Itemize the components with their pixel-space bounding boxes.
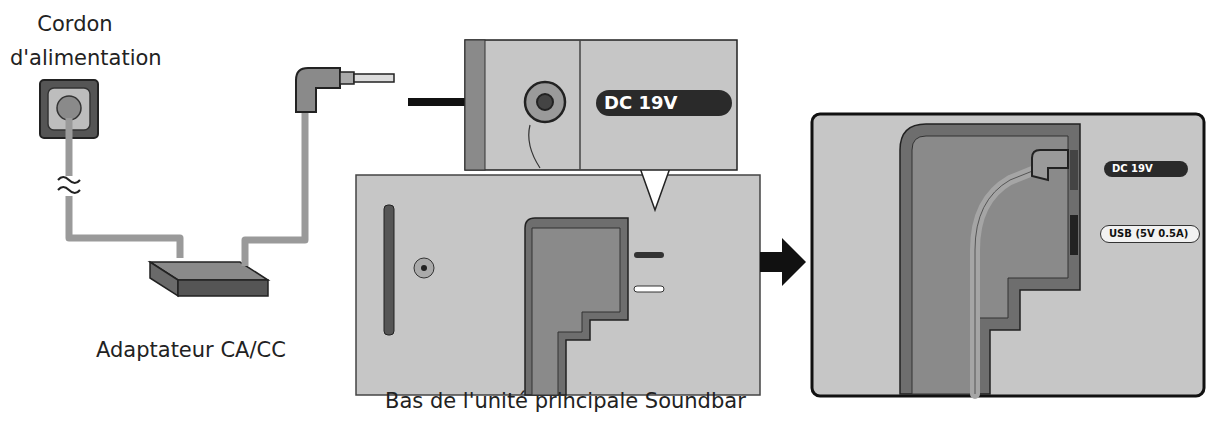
dc-plug xyxy=(296,68,340,112)
adapter-front xyxy=(178,280,268,296)
zoom-edge xyxy=(465,40,485,170)
soundbar-bottom xyxy=(356,175,760,395)
recess xyxy=(525,218,628,395)
plug-head xyxy=(57,96,81,120)
break-symbol xyxy=(58,177,80,193)
callout-pointer xyxy=(640,168,670,210)
port-label-mark xyxy=(634,252,664,258)
slot xyxy=(384,205,394,335)
detail-panel xyxy=(812,114,1204,396)
dc-jack-pin xyxy=(537,94,553,110)
dc-port xyxy=(1070,150,1078,190)
port-label: USB (5V 0.5A) xyxy=(1100,225,1200,243)
dc-cable xyxy=(975,168,1040,394)
recess xyxy=(900,124,1080,394)
part-name: Cordon d'alimentation xyxy=(10,8,140,75)
screw-hole xyxy=(414,258,434,278)
cable-edge xyxy=(975,168,1040,394)
wire xyxy=(529,125,540,168)
adapter-side xyxy=(150,262,178,296)
port-label-mark xyxy=(634,286,664,292)
part-name: Adaptateur CA/CC xyxy=(96,334,286,368)
zoom-callout xyxy=(465,40,737,170)
power-cord xyxy=(66,118,73,176)
zoom-divider xyxy=(579,40,581,170)
recess-inner xyxy=(912,136,1068,394)
dc-cable xyxy=(245,100,305,266)
port-label: DC 19V xyxy=(1104,161,1188,177)
dc-plug-pin xyxy=(354,74,394,82)
dc-jack xyxy=(525,82,565,122)
screw-hole-center xyxy=(421,265,427,271)
usb-port xyxy=(1070,215,1078,255)
arrow xyxy=(760,238,806,286)
dc-plug-tip xyxy=(340,72,354,84)
dc-plug xyxy=(1032,150,1068,180)
recess-inner xyxy=(532,228,620,395)
power-cord xyxy=(69,196,180,258)
part-name: Bas de l'unité principale Soundbar xyxy=(385,385,746,419)
port-label: DC 19V xyxy=(596,90,732,116)
